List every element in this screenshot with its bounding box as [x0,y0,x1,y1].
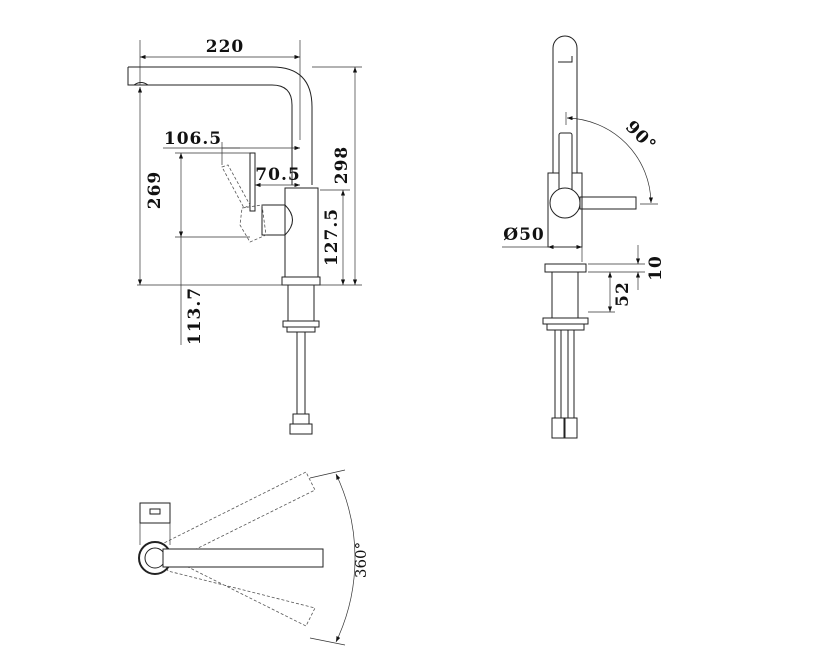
shank-front [551,271,579,319]
spout-top [162,548,324,568]
side-view: 220 298 269 106.5 113.7 70.5 127.5 [127,37,362,435]
dim-total-height: 298 [332,146,352,185]
dim-handle-rotation: 90° [621,117,660,156]
flange [282,320,320,328]
hose-nut [289,423,313,435]
handle-side [579,196,637,210]
spout [127,66,313,185]
handle-lever [249,152,256,212]
dim-handle-reach: 106.5 [164,129,222,149]
dim-body-diameter: Ø50 [503,225,544,245]
dim-base-ring: 10 [646,255,666,281]
handle-alt-position [221,164,267,243]
spout-front [552,35,578,173]
base-ring [281,276,321,286]
handle-box-top [139,502,171,524]
handle-up [558,132,573,194]
handle-hub [549,187,581,219]
dim-under-counter: 113.7 [185,287,205,345]
dim-body-height: 127.5 [322,208,342,266]
faucet-body [284,187,319,278]
dim-spout-reach: 220 [206,37,245,57]
base-ring-front [544,263,587,273]
dim-handle-offset: 70.5 [255,165,300,185]
dim-outlet-height: 269 [145,171,165,210]
supply-hose-right [567,329,575,419]
aerator [133,82,149,86]
dim-shank-height: 52 [613,281,633,307]
front-view: 90° Ø50 10 52 [502,35,666,439]
dim-spout-swivel: 360° [352,542,370,578]
flange-front [542,317,589,325]
handle-joint [261,204,293,236]
top-view: 360° [138,469,370,646]
supply-hose [296,331,306,415]
shank [287,284,315,323]
supply-hose-left [554,329,562,419]
